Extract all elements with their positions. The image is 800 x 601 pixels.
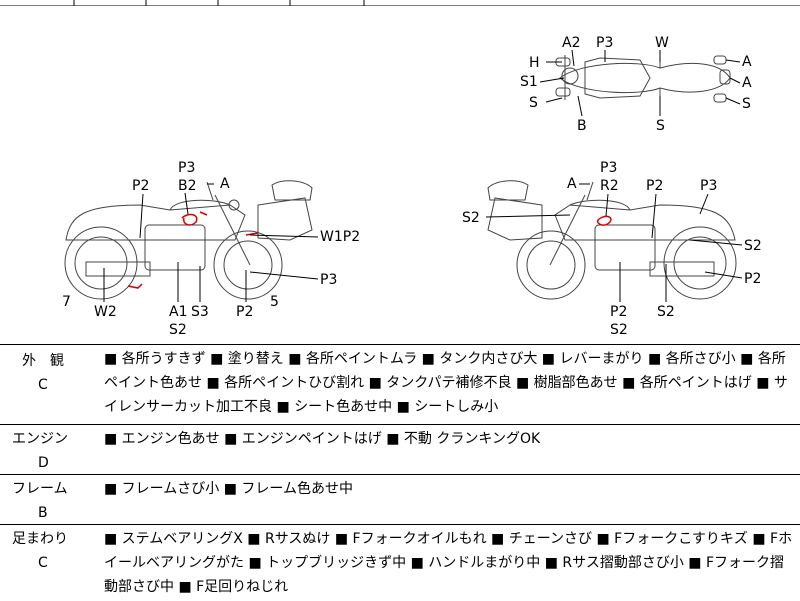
left-side-labels: P3 B2 A P2 W1P2 P3 7 W2 A1 S3 S2 P2 5 xyxy=(62,160,360,338)
row-notes: ■ フレームさび小 ■ フレーム色あせ中 xyxy=(104,481,353,497)
row-category: エンジン xyxy=(12,431,68,447)
row-grade: B xyxy=(38,505,48,521)
row-suspension: 足まわり C ■ ステムベアリングX ■ Rサスぬけ ■ Fフォークオイルもれ … xyxy=(0,524,800,601)
label-left-w1p2: W1P2 xyxy=(320,229,360,245)
label-right-s2b: S2 xyxy=(744,238,762,254)
label-right-p3: P3 xyxy=(600,160,617,176)
label-left-p3: P3 xyxy=(178,160,195,176)
label-right-p2c: P2 xyxy=(610,304,627,320)
row-grade: C xyxy=(38,377,48,393)
label-left-7: 7 xyxy=(62,294,71,310)
row-notes: ■ 各所うすきず ■ 塗り替え ■ 各所ペイントムラ ■ タンク内さび大 ■ レ… xyxy=(104,351,788,415)
top-view-bike xyxy=(555,55,731,103)
label-right-s2d: S2 xyxy=(657,304,675,320)
row-category: 足まわり xyxy=(12,531,68,547)
row-grade: C xyxy=(38,555,48,571)
label-left-p2: P2 xyxy=(132,178,149,194)
label-left-p2b: P2 xyxy=(236,304,253,320)
label-left-s2: S2 xyxy=(169,322,187,338)
label-top-w: W xyxy=(655,35,669,51)
row-category: 外 観 xyxy=(22,353,64,369)
label-right-a: A xyxy=(567,176,577,192)
label-top-b: B xyxy=(577,118,587,134)
label-top-a1: A xyxy=(742,54,752,70)
label-right-p2: P2 xyxy=(646,178,663,194)
label-top-a2: A2 xyxy=(562,35,580,51)
left-side-bike xyxy=(64,180,313,300)
label-top-s: S xyxy=(529,95,538,111)
label-top-s1: S1 xyxy=(520,74,538,90)
row-notes: ■ ステムベアリングX ■ Rサスぬけ ■ Fフォークオイルもれ ■ チェーンさ… xyxy=(104,531,793,595)
label-right-s2c: S2 xyxy=(610,322,628,338)
row-grade: D xyxy=(38,455,49,471)
right-side-bike xyxy=(487,180,737,300)
label-right-p2b: P2 xyxy=(744,271,761,287)
label-right-r2: R2 xyxy=(600,178,619,194)
top-view-labels: H S1 S A2 P3 B W S A A S xyxy=(520,35,752,134)
label-left-w2: W2 xyxy=(94,304,117,320)
label-left-a: A xyxy=(220,176,230,192)
right-side-labels: P3 A R2 P2 P3 S2 S2 P2 P2 S2 S2 xyxy=(462,160,762,338)
row-engine: エンジン D ■ エンジン色あせ ■ エンジンペイントはげ ■ 不動 クランキン… xyxy=(0,424,800,475)
motorcycle-damage-diagram: H S1 S A2 P3 B W S A A S xyxy=(62,35,762,338)
label-right-s2: S2 xyxy=(462,210,480,226)
label-top-s-mid: S xyxy=(656,118,665,134)
label-top-a2r: A xyxy=(742,75,752,91)
label-right-p3b: P3 xyxy=(700,178,717,194)
row-frame: フレーム B ■ フレームさび小 ■ フレーム色あせ中 xyxy=(0,474,800,525)
left-damage-marks xyxy=(127,211,259,289)
label-top-h: H xyxy=(529,55,540,71)
label-left-a1: A1 xyxy=(169,304,187,320)
label-left-5: 5 xyxy=(270,294,279,310)
label-left-s3: S3 xyxy=(191,304,209,320)
row-category: フレーム xyxy=(12,481,68,497)
header-cells-strip xyxy=(0,0,800,6)
row-exterior: 外 観 C ■ 各所うすきず ■ 塗り替え ■ 各所ペイントムラ ■ タンク内さ… xyxy=(0,344,800,425)
label-left-b2: B2 xyxy=(178,178,197,194)
label-top-s-r: S xyxy=(742,96,751,112)
row-notes: ■ エンジン色あせ ■ エンジンペイントはげ ■ 不動 クランキングOK xyxy=(104,431,541,447)
label-left-p3b: P3 xyxy=(320,272,337,288)
right-damage-marks xyxy=(596,215,612,226)
label-top-p3: P3 xyxy=(596,35,613,51)
